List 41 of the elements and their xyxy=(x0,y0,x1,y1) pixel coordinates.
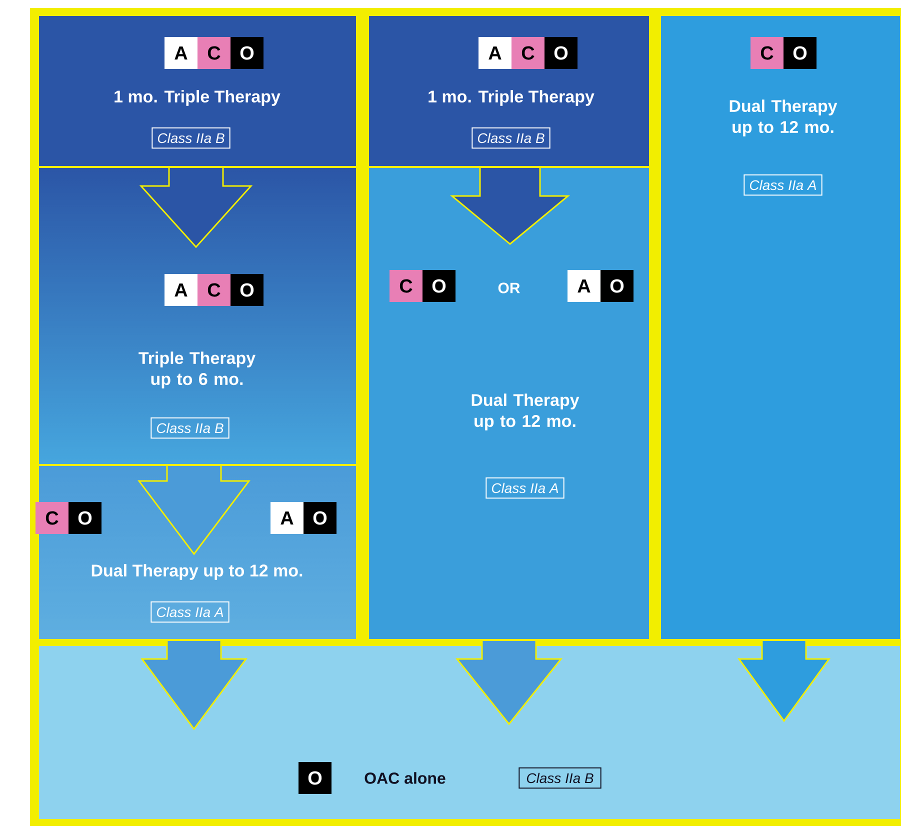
class-badge: Class IIa A xyxy=(486,477,564,499)
therapy-label: Dual Therapy up to 12 mo. xyxy=(472,394,580,430)
block-arrow xyxy=(138,465,250,556)
letter-tile: C xyxy=(198,274,230,306)
letter-tile: A xyxy=(568,270,600,302)
letter-tile: O xyxy=(422,270,456,302)
therapy-label: 1 mo. Triple Therapy xyxy=(114,90,280,106)
letter-tile: C xyxy=(750,37,784,69)
or-label: OR xyxy=(498,282,520,294)
letter-tile: A xyxy=(164,37,198,69)
letter-tile: A xyxy=(270,502,304,534)
letter-tile: C xyxy=(512,37,544,69)
class-badge: Class IIa A xyxy=(150,601,230,623)
class-badge: Class IIa B xyxy=(152,127,230,149)
letter-tile: O xyxy=(230,37,264,69)
letter-tile: O xyxy=(298,762,332,794)
letter-tile: C xyxy=(390,270,422,302)
letter-tile: O xyxy=(68,502,102,534)
letter-tile: O xyxy=(544,37,578,69)
therapy-label: OAC alone xyxy=(364,772,446,784)
class-badge: Class IIa B xyxy=(518,767,602,789)
block-arrow xyxy=(738,640,830,722)
letter-tile: O xyxy=(784,37,816,69)
class-badge: Class IIa B xyxy=(472,127,550,149)
class-badge: Class IIa A xyxy=(744,174,822,196)
therapy-label: Dual Therapy up to 12 mo. xyxy=(730,100,838,136)
letter-tile: A xyxy=(164,274,198,306)
therapy-label: Dual Therapy up to 12 mo. xyxy=(92,564,302,580)
letter-tile: O xyxy=(600,270,634,302)
therapy-label: 1 mo. Triple Therapy xyxy=(428,90,594,106)
letter-tile: C xyxy=(198,37,230,69)
letter-tile: C xyxy=(36,502,68,534)
letter-tile: O xyxy=(304,502,336,534)
block-arrow xyxy=(455,640,563,726)
block-arrow xyxy=(140,640,248,730)
block-arrow xyxy=(139,167,253,248)
letter-tile: A xyxy=(478,37,512,69)
class-badge: Class IIa B xyxy=(150,417,230,439)
block-arrow xyxy=(450,167,570,245)
letter-tile: O xyxy=(230,274,264,306)
therapy-label: Triple Therapy up to 6 mo. xyxy=(138,352,256,388)
